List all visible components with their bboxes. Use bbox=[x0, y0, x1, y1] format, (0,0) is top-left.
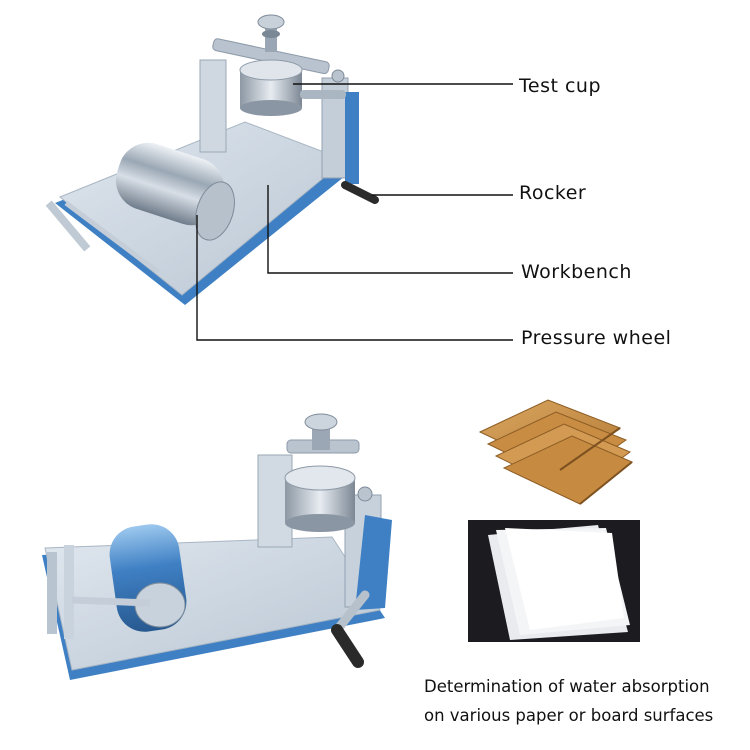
top-blue-side-plate bbox=[345, 92, 359, 184]
top-left-upright bbox=[199, 59, 227, 153]
bottom-blue-side-plate bbox=[355, 515, 392, 610]
workbench-leader bbox=[267, 185, 513, 274]
top-rocker-handle bbox=[341, 181, 379, 204]
top-apparatus bbox=[45, 14, 379, 305]
top-front-bar bbox=[45, 200, 91, 252]
caption-line-1: Determination of water absorption bbox=[424, 677, 710, 696]
cardboard-sample-photo bbox=[478, 399, 633, 510]
top-screw-knob bbox=[257, 14, 285, 30]
caption-line-2: on various paper or board surfaces bbox=[424, 706, 714, 725]
top-pressure-wheel bbox=[115, 142, 225, 226]
workbench-label: Workbench bbox=[521, 261, 632, 283]
bottom-apparatus bbox=[42, 413, 392, 680]
callout-lines bbox=[196, 83, 513, 341]
pressure-wheel-leader bbox=[196, 215, 513, 341]
paper-sample-photo bbox=[468, 520, 640, 642]
test-cup-label: Test cup bbox=[519, 75, 602, 97]
pressure-wheel-label: Pressure wheel bbox=[521, 327, 672, 349]
bottom-screw-knob bbox=[304, 413, 338, 431]
bottom-rocker-handle bbox=[331, 624, 364, 668]
rocker-label: Rocker bbox=[519, 182, 587, 204]
